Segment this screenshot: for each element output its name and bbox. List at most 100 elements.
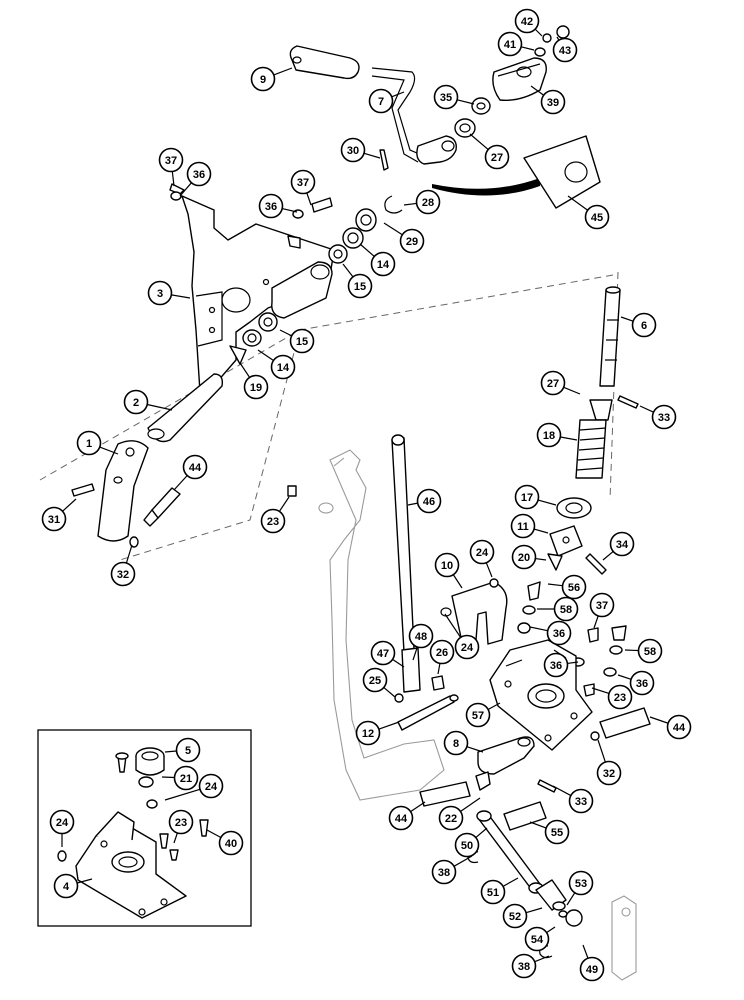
part-rod-6 bbox=[599, 286, 621, 387]
part-pin-12 bbox=[397, 694, 459, 731]
callout-number: 43 bbox=[559, 45, 571, 57]
callout-circle bbox=[629, 670, 655, 696]
callout-circle bbox=[596, 760, 622, 786]
callout-number: 52 bbox=[509, 911, 521, 923]
leader-line-c44c bbox=[410, 801, 426, 813]
callout-number: 4 bbox=[63, 881, 70, 893]
callout-c24d: 24 bbox=[49, 809, 75, 835]
callout-number: 27 bbox=[491, 152, 503, 164]
callout-number: 37 bbox=[596, 600, 608, 612]
leader-line-c14a bbox=[359, 243, 375, 257]
leader-line-c11 bbox=[533, 528, 549, 534]
callout-circle bbox=[218, 830, 244, 856]
callout-number: 38 bbox=[438, 867, 450, 879]
callout-c45: 45 bbox=[584, 204, 610, 230]
callout-circle bbox=[355, 720, 381, 746]
callout-number: 23 bbox=[267, 516, 279, 528]
leader-lines bbox=[61, 28, 669, 963]
callout-c23b: 23 bbox=[607, 684, 633, 710]
callout-circle bbox=[399, 228, 425, 254]
leader-line-c1 bbox=[99, 446, 119, 455]
callout-c48: 48 bbox=[408, 623, 434, 649]
callout-number: 36 bbox=[636, 678, 648, 690]
leader-line-c30 bbox=[363, 152, 381, 159]
callout-c27a: 27 bbox=[484, 144, 510, 170]
callout-number: 19 bbox=[250, 382, 262, 394]
leader-line-c20 bbox=[535, 557, 547, 561]
part-washer-27 bbox=[454, 118, 476, 138]
callout-c21: 21 bbox=[173, 765, 199, 791]
callout-c49: 49 bbox=[579, 956, 605, 982]
callout-circle bbox=[514, 484, 540, 510]
callout-circle bbox=[561, 574, 587, 600]
callout-number: 24 bbox=[461, 642, 474, 654]
callout-circle bbox=[510, 513, 536, 539]
callout-c51: 51 bbox=[480, 879, 506, 905]
callout-number: 33 bbox=[658, 412, 670, 424]
callout-circle bbox=[175, 737, 201, 763]
callout-circle bbox=[511, 544, 537, 570]
callout-c18: 18 bbox=[536, 422, 562, 448]
callout-c39: 39 bbox=[540, 89, 566, 115]
callout-circle bbox=[429, 639, 455, 665]
part-pin-33a bbox=[617, 395, 639, 409]
callout-circle bbox=[347, 273, 373, 299]
callout-circle bbox=[536, 422, 562, 448]
leader-line-c36d bbox=[567, 661, 579, 665]
callout-circle bbox=[173, 765, 199, 791]
callout-circle bbox=[443, 730, 469, 756]
leader-line-c53 bbox=[566, 892, 576, 906]
part-pedal-faint bbox=[318, 449, 445, 801]
callout-c42: 42 bbox=[514, 8, 540, 34]
part-spring-18 bbox=[575, 399, 613, 479]
callout-c23a: 23 bbox=[260, 508, 286, 534]
callout-number: 3 bbox=[157, 288, 163, 300]
callout-number: 44 bbox=[673, 722, 686, 734]
leader-line-c36a bbox=[179, 182, 192, 197]
callout-circle bbox=[433, 84, 459, 110]
callout-number: 9 bbox=[260, 74, 266, 86]
callout-number: 44 bbox=[395, 813, 408, 825]
callout-number: 49 bbox=[586, 964, 598, 976]
part-bracket-49-faint bbox=[611, 895, 637, 981]
callout-circle bbox=[53, 873, 79, 899]
callout-circle bbox=[158, 147, 184, 173]
callout-number: 36 bbox=[193, 169, 205, 181]
leader-line-c47 bbox=[392, 658, 405, 668]
callout-c24c: 24 bbox=[198, 773, 224, 799]
part-fork-10 bbox=[440, 581, 508, 645]
callout-c15b: 15 bbox=[289, 328, 315, 354]
callout-circle bbox=[415, 189, 441, 215]
part-housing-4 bbox=[75, 811, 187, 919]
callout-circle bbox=[584, 204, 610, 230]
callout-circle bbox=[651, 404, 677, 430]
leader-line-c51 bbox=[502, 877, 519, 887]
callout-circle bbox=[568, 788, 594, 814]
leader-line-c31 bbox=[62, 498, 77, 512]
leader-line-c33a bbox=[639, 405, 654, 413]
callout-c11: 11 bbox=[510, 513, 536, 539]
leader-line-c45 bbox=[567, 195, 589, 211]
leader-line-c22 bbox=[460, 797, 481, 812]
part-pin-31 bbox=[71, 483, 95, 497]
callout-circle bbox=[544, 819, 570, 845]
callout-c47: 47 bbox=[370, 640, 396, 666]
callout-number: 24 bbox=[56, 817, 69, 829]
callout-c57: 57 bbox=[465, 702, 491, 728]
part-bush-24c bbox=[146, 799, 158, 809]
leader-line-c17 bbox=[537, 499, 557, 506]
callout-circle bbox=[198, 773, 224, 799]
callout-circle bbox=[340, 137, 366, 163]
callout-circle bbox=[258, 193, 284, 219]
leader-line-c44a bbox=[173, 475, 188, 491]
part-lever-rod bbox=[371, 67, 457, 165]
callout-c44a: 44 bbox=[182, 454, 208, 480]
leader-line-c50 bbox=[475, 827, 488, 839]
callout-number: 23 bbox=[614, 692, 626, 704]
callout-number: 32 bbox=[117, 569, 129, 581]
callout-c17: 17 bbox=[514, 484, 540, 510]
callout-c10: 10 bbox=[434, 552, 460, 578]
part-pin-24d bbox=[57, 850, 67, 862]
part-bolt-inset-a bbox=[115, 752, 129, 773]
part-key-23a bbox=[287, 485, 297, 497]
